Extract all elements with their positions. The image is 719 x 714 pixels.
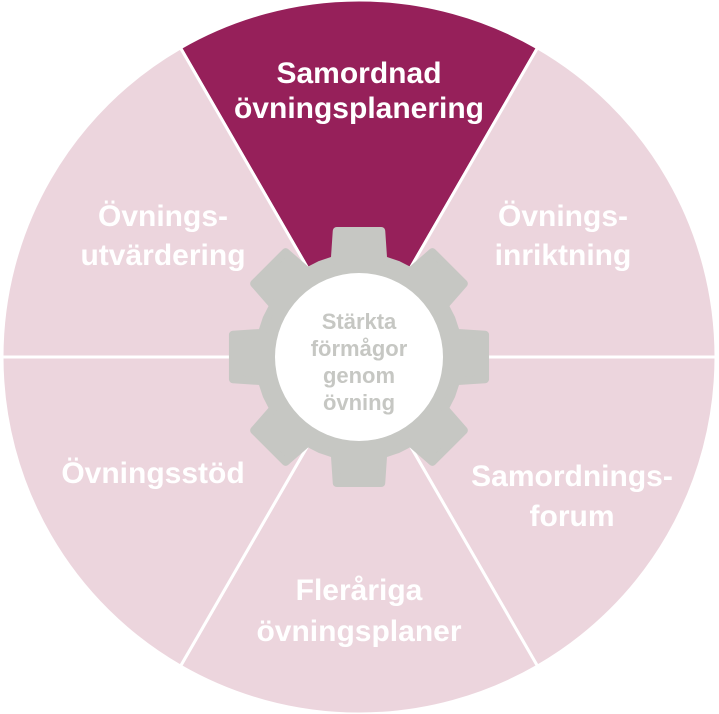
center-label-line: Stärkta [322,309,397,334]
center-circle [275,273,443,441]
segment-label-line: forum [530,500,615,533]
center-label-line: övning [323,390,395,415]
segment-label-line: Övnings- [98,200,228,233]
segment-label-forum: Samordnings- forum [471,460,673,533]
center-label: Stärkta förmågor genom övning [311,309,408,415]
segment-label-samordnad: Samordnad övningsplanering [234,57,484,125]
center-label-line: förmågor [311,336,408,361]
center-label-line: genom [323,363,395,388]
segment-label-line: övningsplanering [234,92,484,125]
segment-label-line: Samordnad [276,57,441,90]
segment-0 [178,0,540,361]
segment-label-planer: Fleråriga övningsplaner [256,574,461,648]
segment-label-stod: Övningsstöd [61,457,244,490]
segment-label-line: utvärdering [80,239,245,272]
segment-label-line: inriktning [495,239,632,272]
segment-label-line: Övningsstöd [61,457,244,490]
segment-label-utvardering: Övnings- utvärdering [80,200,245,272]
segment-label-line: Övnings- [498,200,628,233]
segment-label-line: Samordnings- [471,460,673,493]
segment-label-line: Fleråriga [296,574,423,607]
segment-label-line: övningsplaner [256,615,461,648]
segment-label-inriktning: Övnings- inriktning [495,200,632,272]
